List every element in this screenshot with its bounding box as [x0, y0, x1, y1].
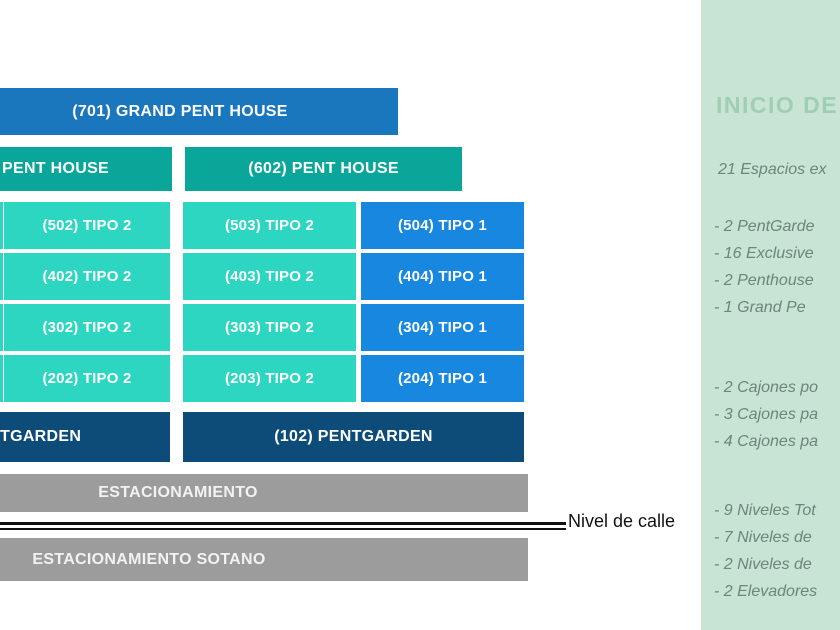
unit-label: (404) TIPO 1 — [397, 268, 488, 285]
unit-cell: (403) TIPO 2 — [183, 253, 356, 300]
unit-cell: (303) TIPO 2 — [183, 304, 356, 351]
unit-label: (203) TIPO 2 — [224, 370, 315, 387]
panel-list-item: - 2 Penthouse — [714, 272, 814, 289]
panel-list-parking: - 2 Cajones po - 3 Cajones pa - 4 Cajone… — [714, 374, 818, 455]
info-panel: INICIO DE 21 Espacios ex - 2 PentGarde -… — [701, 0, 840, 630]
panel-list-item: - 2 PentGarde — [714, 218, 815, 235]
unit-label: (503) TIPO 2 — [224, 217, 315, 234]
panel-list-item: - 2 Cajones po — [714, 379, 819, 396]
unit-label: (504) TIPO 1 — [397, 217, 488, 234]
panel-intro: 21 Espacios ex — [718, 161, 827, 178]
unit-label: (204) TIPO 1 — [397, 370, 488, 387]
cut-unit-cell — [0, 253, 3, 300]
cut-unit-cell — [0, 202, 3, 249]
street-level-line — [0, 522, 566, 530]
parking-label: ESTACIONAMIENTO — [98, 484, 258, 501]
panel-list-item: - 7 Niveles de — [714, 529, 812, 546]
unit-cell: (302) TIPO 2 — [4, 304, 170, 351]
unit-cell: (502) TIPO 2 — [4, 202, 170, 249]
unit-cell: (504) TIPO 1 — [361, 202, 524, 249]
panel-list-item: - 1 Grand Pe — [714, 299, 806, 316]
unit-label: (303) TIPO 2 — [224, 319, 315, 336]
panel-list-item: - 3 Cajones pa — [714, 406, 819, 423]
floor-label: TGARDEN — [0, 428, 82, 445]
floor-bar-grand-penthouse: (701) GRAND PENT HOUSE — [0, 88, 398, 135]
panel-list-units: - 2 PentGarde - 16 Exclusive - 2 Penthou… — [714, 213, 815, 321]
panel-list-item: - 4 Cajones pa — [714, 433, 819, 450]
floor-bar-pentgarden-right: (102) PENTGARDEN — [183, 412, 524, 462]
parking-bar: ESTACIONAMIENTO — [0, 474, 528, 512]
floor-bar-penthouse-left: PENT HOUSE — [0, 147, 172, 191]
unit-cell: (202) TIPO 2 — [4, 355, 170, 402]
floor-bar-penthouse-right: (602) PENT HOUSE — [185, 147, 462, 191]
unit-cell: (404) TIPO 1 — [361, 253, 524, 300]
floor-label: (102) PENTGARDEN — [274, 428, 433, 445]
floor-label: (701) GRAND PENT HOUSE — [72, 102, 288, 120]
floor-label: PENT HOUSE — [2, 160, 110, 177]
panel-title: INICIO DE — [716, 92, 839, 118]
panel-list-item: - 2 Niveles de — [714, 556, 812, 573]
unit-label: (302) TIPO 2 — [42, 319, 132, 336]
unit-cell: (304) TIPO 1 — [361, 304, 524, 351]
unit-cell: (203) TIPO 2 — [183, 355, 356, 402]
panel-list-levels: - 9 Niveles Tot - 7 Niveles de - 2 Nivel… — [714, 497, 817, 605]
unit-cell: (503) TIPO 2 — [183, 202, 356, 249]
unit-label: (403) TIPO 2 — [224, 268, 315, 285]
floor-label: (602) PENT HOUSE — [248, 160, 399, 177]
floor-bar-pentgarden-left: TGARDEN — [0, 412, 170, 462]
street-level-label: Nivel de calle — [568, 511, 676, 531]
panel-list-item: - 16 Exclusive — [714, 245, 814, 262]
unit-cell: (402) TIPO 2 — [4, 253, 170, 300]
panel-list-item: - 9 Niveles Tot — [714, 502, 816, 519]
unit-cell: (204) TIPO 1 — [361, 355, 524, 402]
unit-label: (202) TIPO 2 — [42, 370, 132, 387]
unit-label: (304) TIPO 1 — [397, 319, 488, 336]
basement-parking-bar: ESTACIONAMIENTO SOTANO — [0, 538, 528, 581]
cut-unit-cell — [0, 355, 3, 402]
unit-label: (502) TIPO 2 — [42, 217, 132, 234]
unit-label: (402) TIPO 2 — [42, 268, 132, 285]
parking-label: ESTACIONAMIENTO SOTANO — [32, 550, 266, 568]
panel-list-item: - 2 Elevadores — [714, 583, 818, 600]
cut-unit-cell — [0, 304, 3, 351]
